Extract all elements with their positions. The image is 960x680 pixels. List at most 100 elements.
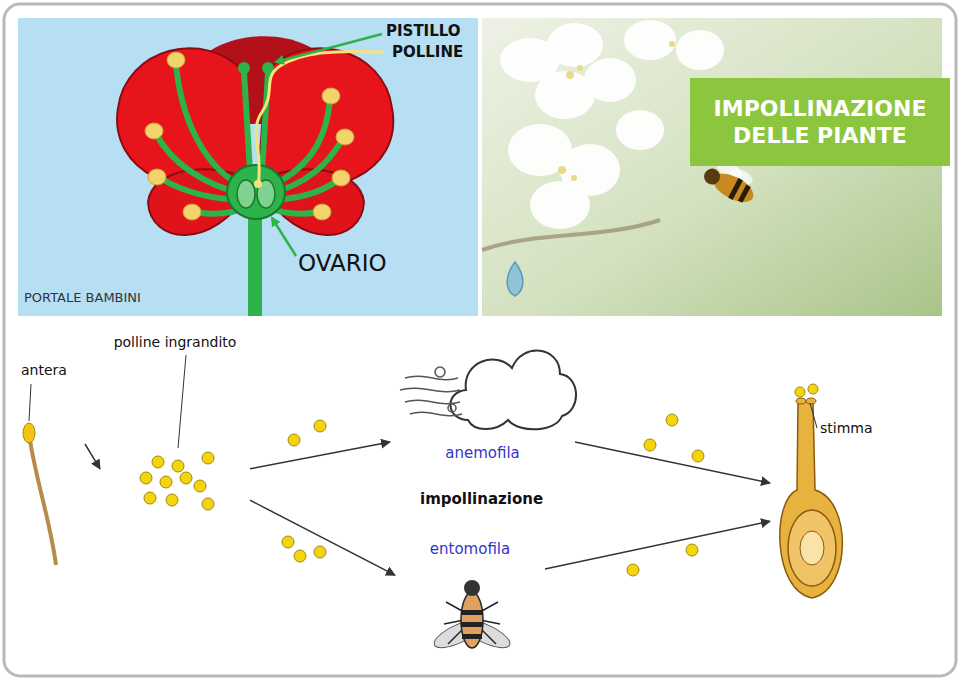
petal — [258, 48, 393, 189]
leader-line — [29, 384, 31, 421]
figure-label: entomofila — [430, 540, 510, 558]
ovary — [788, 510, 836, 586]
petal — [262, 169, 364, 235]
petal — [560, 144, 620, 196]
petal — [530, 181, 590, 229]
petal — [500, 38, 560, 82]
wind-node: anemofila — [390, 330, 575, 470]
petal — [508, 124, 572, 176]
pollen-grain — [202, 498, 214, 510]
pollen-grain — [644, 439, 656, 451]
pollen-grain — [166, 494, 178, 506]
leader-arrow — [272, 218, 296, 256]
petal — [584, 58, 636, 102]
stem — [248, 205, 262, 316]
petal — [535, 71, 595, 119]
insect-leg — [480, 628, 496, 644]
figure-label: stimma — [820, 420, 873, 437]
ovary — [227, 165, 285, 219]
blossom-stamens — [558, 41, 675, 181]
anther — [336, 129, 354, 145]
insect-stripe — [462, 634, 482, 639]
poppy-flower — [117, 36, 393, 316]
pollen-grain — [180, 472, 192, 484]
stamen-dot — [577, 65, 583, 71]
pollen-grain — [294, 550, 306, 562]
pollen-grain — [314, 546, 326, 558]
figure-label: anemofila — [445, 444, 520, 462]
stamen-filament — [262, 100, 330, 190]
stamen-filament — [196, 205, 252, 214]
pollen-grain — [202, 452, 214, 464]
cartoon-panel — [18, 18, 478, 316]
banner-title: IMPOLLINAZIONE DELLE PIANTE — [690, 95, 950, 150]
stigma-knob — [262, 62, 274, 74]
wind-line — [405, 400, 460, 403]
flow-arrow — [575, 442, 770, 483]
figure-label: antera — [21, 362, 67, 379]
leaf-drop-icon — [507, 262, 523, 296]
insect — [431, 580, 514, 653]
stamen-dot — [669, 41, 675, 47]
pollen-grain — [692, 450, 704, 462]
pistil-style — [244, 72, 250, 172]
bee-body — [709, 168, 758, 208]
anther — [148, 169, 166, 185]
wind-cloud — [400, 351, 576, 430]
stamen-filament — [176, 64, 250, 190]
pollen-grain — [808, 384, 818, 394]
part-label: PISTILLO — [386, 22, 461, 40]
insect-leg — [444, 620, 464, 624]
wind-line — [410, 412, 462, 415]
leader-line — [178, 355, 186, 448]
anther — [183, 204, 201, 220]
pistil-style — [262, 72, 268, 172]
travelling-pollen — [282, 414, 704, 576]
pollen-grain — [282, 536, 294, 548]
anther — [313, 204, 331, 220]
anther — [322, 88, 340, 104]
watermark: PORTALE BAMBINI — [24, 290, 141, 306]
wind-line — [405, 376, 458, 379]
pollen-grain — [194, 480, 206, 492]
pollen-grain — [140, 472, 152, 484]
flow-arrow — [85, 444, 100, 469]
cloud — [450, 351, 576, 430]
card-frame — [4, 4, 956, 676]
stamen-dot — [558, 166, 566, 174]
stamen-dot — [571, 175, 577, 181]
stamen-node: antera — [15, 360, 85, 570]
ovule — [800, 531, 824, 565]
pollen-grain — [254, 180, 262, 188]
pollen-grain — [144, 492, 156, 504]
part-label: POLLINE — [392, 43, 463, 61]
leader-arrow — [276, 34, 382, 62]
bee-head — [701, 166, 723, 188]
pollen-grain — [314, 420, 326, 432]
pollen-grain — [795, 387, 805, 397]
petal — [676, 30, 724, 70]
stamen-filament — [160, 178, 248, 200]
figure-label: polline ingrandito — [114, 334, 237, 351]
insect-leg — [480, 602, 498, 612]
filament — [30, 440, 56, 565]
pistil — [244, 72, 268, 172]
title-banner: IMPOLLINAZIONE DELLE PIANTE — [690, 78, 950, 166]
bee-wing — [728, 165, 755, 187]
petal — [624, 20, 676, 60]
photo-panel — [482, 18, 942, 316]
flow-arrow — [250, 500, 395, 575]
petal — [616, 110, 664, 150]
stamen-filament — [156, 134, 248, 195]
stigma-lobe — [806, 398, 816, 404]
insect-legs — [444, 602, 500, 644]
back-petal — [188, 36, 332, 124]
blossoms — [482, 20, 724, 250]
pollen-grain — [152, 456, 164, 468]
insect-leg — [448, 628, 464, 644]
petal — [547, 23, 603, 67]
stamen-filament — [264, 180, 338, 200]
insect-stripe — [461, 610, 483, 615]
leader-line — [810, 403, 817, 428]
